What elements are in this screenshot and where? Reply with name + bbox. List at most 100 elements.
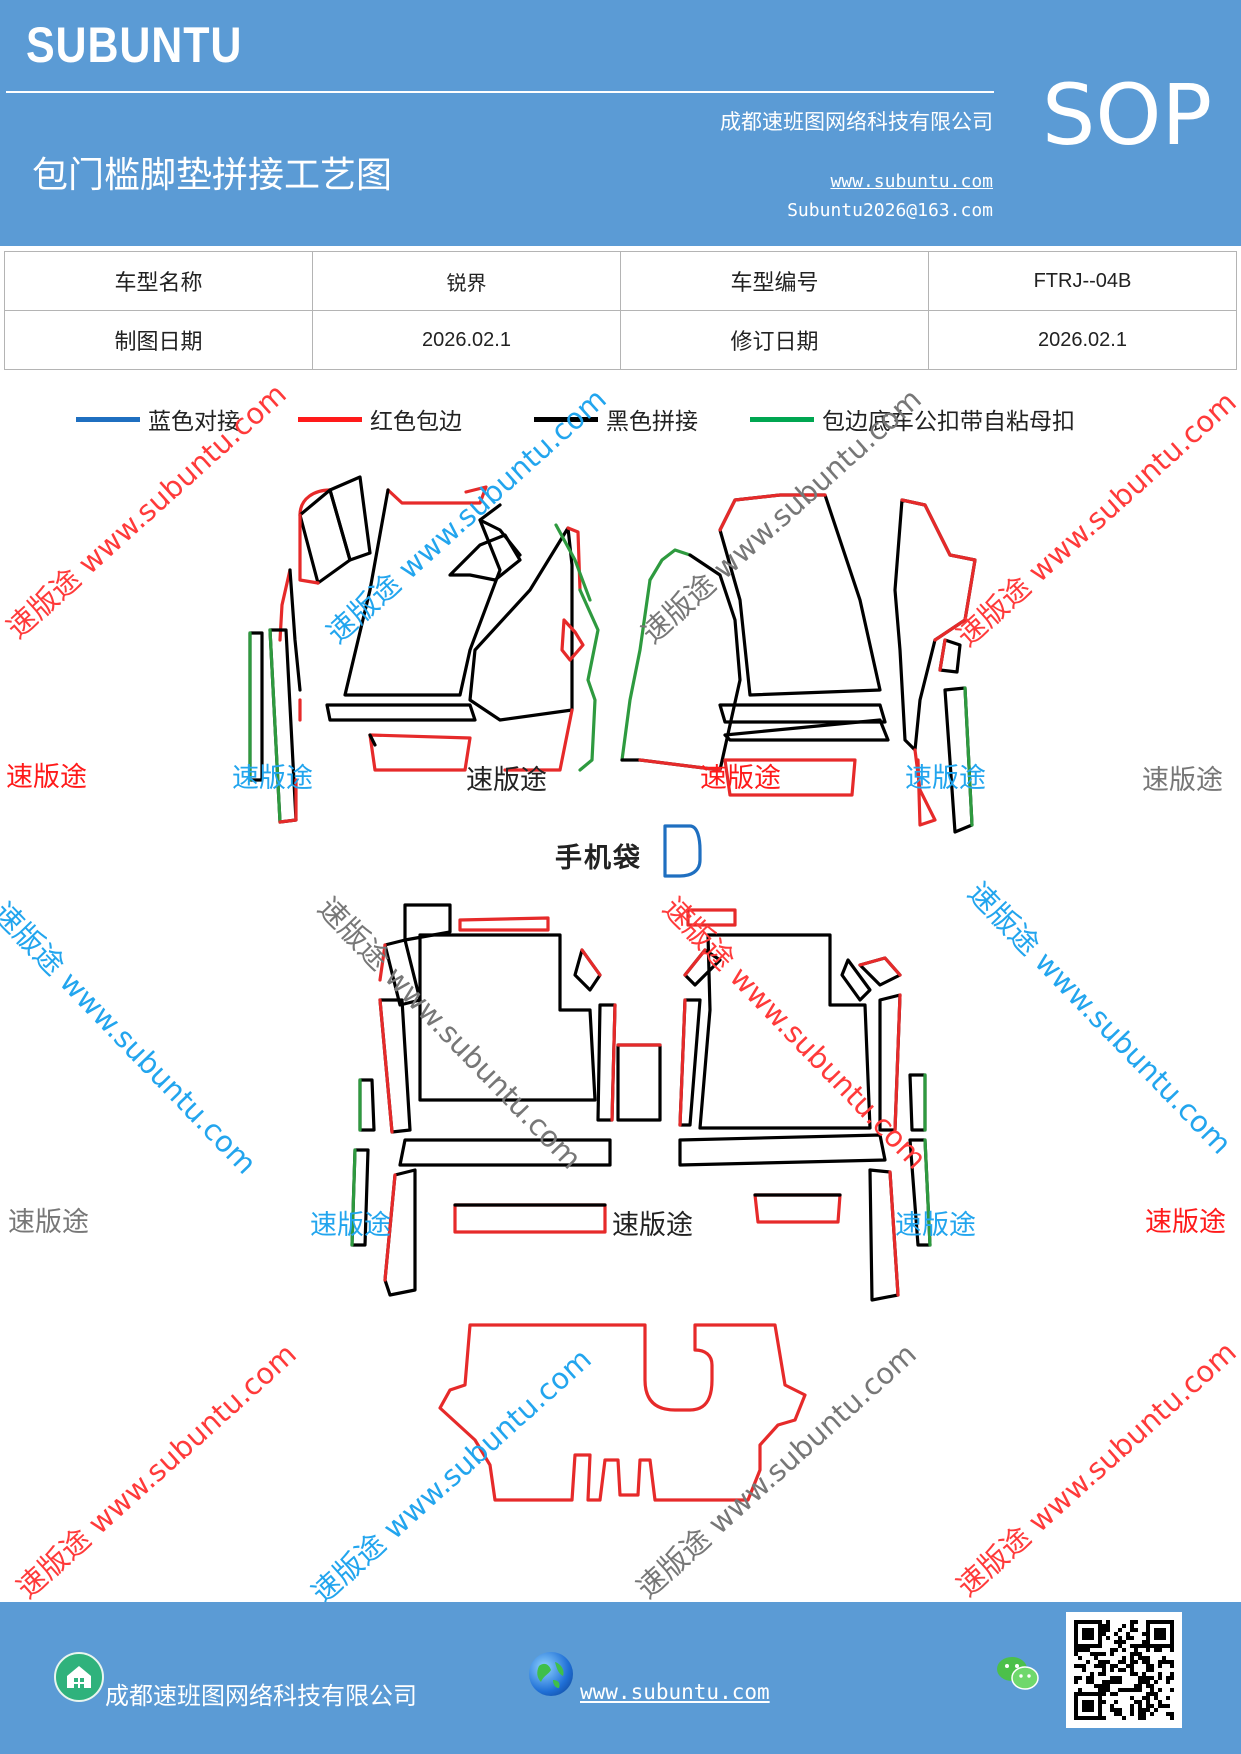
qr-module	[1098, 1696, 1102, 1700]
qr-module	[1170, 1664, 1174, 1668]
mat-seam-black	[368, 733, 377, 747]
qr-module	[1074, 1648, 1078, 1652]
qr-module	[1130, 1656, 1134, 1660]
qr-module	[1146, 1660, 1150, 1664]
model-name-value: 锐界	[312, 251, 621, 311]
legend-label: 包边底车公扣带自粘母扣	[822, 409, 1075, 435]
qr-module	[1134, 1672, 1138, 1676]
footer-website-link[interactable]: www.subuntu.com	[580, 1680, 770, 1704]
qr-module	[1134, 1700, 1138, 1704]
qr-module	[1170, 1640, 1174, 1644]
header-website-link[interactable]: www.subuntu.com	[830, 171, 993, 192]
table-row: 车型名称 锐界 车型编号 FTRJ--04B	[4, 251, 1237, 311]
qr-module	[1134, 1648, 1138, 1652]
qr-module	[1106, 1660, 1110, 1664]
qr-module	[1074, 1676, 1078, 1680]
qr-module	[1090, 1644, 1094, 1648]
qr-module	[1166, 1676, 1170, 1680]
qr-module	[1158, 1628, 1162, 1632]
qr-module	[1074, 1708, 1078, 1712]
draw-date-label: 制图日期	[4, 310, 313, 370]
qr-module	[1098, 1636, 1102, 1640]
qr-module	[1146, 1692, 1150, 1696]
legend-item-blue: 蓝色对接	[76, 402, 240, 436]
qr-module	[1118, 1708, 1122, 1712]
qr-module	[1098, 1660, 1102, 1664]
qr-module	[1094, 1692, 1098, 1696]
qr-module	[1074, 1652, 1078, 1656]
qr-module	[1110, 1708, 1114, 1712]
qr-module	[1114, 1692, 1118, 1696]
qr-module	[1110, 1668, 1114, 1672]
qr-module	[1118, 1680, 1122, 1684]
qr-module	[1138, 1688, 1142, 1692]
mat-edge-red	[278, 778, 298, 824]
mat-edge-green	[620, 578, 652, 762]
qr-module	[1138, 1712, 1142, 1716]
qr-module	[1130, 1660, 1134, 1664]
qr-module	[1086, 1644, 1090, 1648]
qr-module	[1098, 1652, 1102, 1656]
watermark-cn: 速版途	[310, 1210, 391, 1241]
qr-module	[1146, 1636, 1150, 1640]
qr-module	[1154, 1628, 1158, 1632]
mat-edge-green	[350, 1148, 357, 1247]
qr-module	[1074, 1692, 1078, 1696]
qr-module	[1078, 1692, 1082, 1696]
mat-seam-black	[478, 518, 522, 557]
vehicle-info-table: 车型名称 锐界 车型编号 FTRJ--04B 制图日期 2026.02.1 修订…	[4, 251, 1237, 370]
qr-module	[1146, 1628, 1150, 1632]
qr-module	[1166, 1696, 1170, 1700]
qr-module	[1098, 1692, 1102, 1696]
qr-module	[1122, 1656, 1126, 1660]
qr-module	[1078, 1688, 1082, 1692]
qr-module	[1118, 1660, 1122, 1664]
mat-edge-red	[683, 948, 707, 977]
qr-module	[1170, 1624, 1174, 1628]
qr-module	[1098, 1628, 1102, 1632]
watermark-cn: 速版途	[700, 763, 781, 794]
mat-edge-red	[580, 948, 602, 977]
qr-module	[1114, 1680, 1118, 1684]
header-email[interactable]: Subuntu2026@163.com	[787, 200, 993, 221]
qr-module	[1138, 1704, 1142, 1708]
qr-module	[1170, 1712, 1174, 1716]
wechat-icon[interactable]	[995, 1654, 1041, 1694]
qr-module	[1082, 1716, 1086, 1720]
qr-module	[1086, 1704, 1090, 1708]
qr-module	[1074, 1696, 1078, 1700]
qr-module	[1162, 1644, 1166, 1648]
qr-module	[1090, 1676, 1094, 1680]
qr-module	[1102, 1700, 1106, 1704]
qr-module	[1134, 1628, 1138, 1632]
qr-module	[1102, 1632, 1106, 1636]
mat-edge-green	[963, 686, 974, 827]
qr-module	[1082, 1648, 1086, 1652]
qr-module	[1086, 1680, 1090, 1684]
mat-edge-green	[648, 548, 692, 582]
qr-module	[1142, 1632, 1146, 1636]
qr-module	[1126, 1688, 1130, 1692]
qr-module	[1162, 1660, 1166, 1664]
mat-piece	[560, 618, 585, 662]
header-banner: SUBUNTU SOP 成都速班图网络科技有限公司 包门槛脚垫拼接工艺图 www…	[0, 0, 1241, 246]
qr-module	[1154, 1620, 1158, 1624]
qr-module	[1170, 1676, 1174, 1680]
qr-module	[1102, 1664, 1106, 1668]
qr-module	[1110, 1664, 1114, 1668]
qr-module	[1146, 1684, 1150, 1688]
footer-company-name: 成都速班图网络科技有限公司	[105, 1682, 417, 1710]
mat-piece	[448, 533, 522, 582]
qr-module	[1114, 1708, 1118, 1712]
qr-module	[1158, 1636, 1162, 1640]
qr-module	[1082, 1700, 1086, 1704]
qr-module	[1074, 1704, 1078, 1708]
qr-module	[1134, 1620, 1138, 1624]
qr-module	[1170, 1648, 1174, 1652]
qr-module	[1150, 1692, 1154, 1696]
qr-module	[1102, 1652, 1106, 1656]
qr-module	[1086, 1700, 1090, 1704]
qr-module	[1086, 1692, 1090, 1696]
qr-module	[1122, 1640, 1126, 1644]
legend-swatch-blue	[76, 416, 140, 422]
